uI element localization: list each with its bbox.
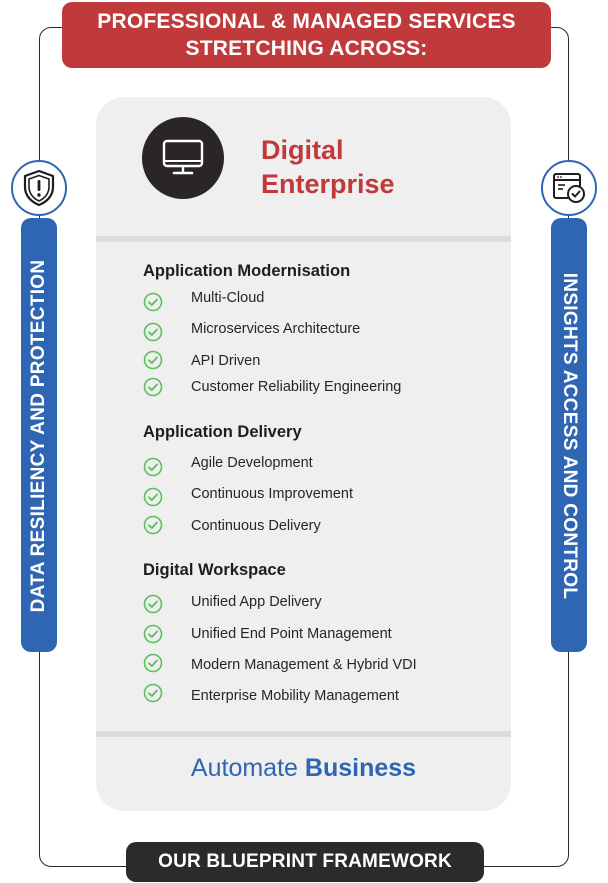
- list-item-label: Enterprise Mobility Management: [191, 688, 399, 704]
- check-circle-icon: [143, 457, 163, 477]
- left-pillar-icon-circle: [11, 160, 67, 216]
- check-circle-icon: [143, 487, 163, 507]
- check-circle-icon: [143, 594, 163, 614]
- list-item-label: Microservices Architecture: [191, 321, 361, 337]
- check-circle-icon: [143, 377, 163, 397]
- top-banner-line-2: STRETCHING ACROSS:: [185, 37, 428, 60]
- list-item: Modern Management & Hybrid VDI: [143, 653, 417, 673]
- list-item-label: Multi-Cloud: [191, 290, 265, 306]
- right-pillar: [551, 218, 587, 652]
- list-item: Continuous Delivery: [143, 515, 321, 535]
- section-heading: Digital Workspace: [143, 561, 286, 579]
- list-item: Continuous Improvement: [143, 486, 353, 507]
- card-title: Digital Enterprise: [261, 133, 395, 201]
- automate-business-tagline: Automate Business: [96, 754, 511, 783]
- check-circle-icon: [143, 624, 163, 644]
- list-item-label: Unified End Point Management: [191, 626, 392, 642]
- card-title-line-1: Digital: [261, 135, 344, 165]
- list-item: Enterprise Mobility Management: [143, 683, 399, 704]
- list-item-label: Agile Development: [191, 455, 313, 471]
- list-item: Unified App Delivery: [143, 594, 322, 614]
- section-heading: Application Modernisation: [143, 262, 351, 280]
- shield-icon: [23, 169, 55, 207]
- monitor-icon: [162, 139, 204, 175]
- browser-check-icon: [553, 173, 585, 203]
- bottom-banner: OUR BLUEPRINT FRAMEWORK: [126, 842, 484, 882]
- list-item-label: Continuous Improvement: [191, 486, 353, 502]
- list-item: Unified End Point Management: [143, 624, 392, 644]
- section-heading: Application Delivery: [143, 423, 302, 441]
- list-item-label: Continuous Delivery: [191, 518, 321, 534]
- digital-enterprise-card: Digital Enterprise Application Modernisa…: [96, 97, 511, 811]
- check-circle-icon: [143, 292, 163, 312]
- list-item-label: Modern Management & Hybrid VDI: [191, 657, 417, 673]
- top-banner-line-1: PROFESSIONAL & MANAGED SERVICES: [97, 10, 516, 33]
- left-pillar-label: DATA RESILIENCY AND PROTECTION: [28, 259, 49, 613]
- check-circle-icon: [143, 350, 163, 370]
- check-circle-icon: [143, 683, 163, 703]
- list-item-label: Unified App Delivery: [191, 594, 322, 610]
- right-pillar-label: INSIGHTS ACCESS AND CONTROL: [559, 272, 580, 600]
- left-pillar: [21, 218, 57, 652]
- list-item: Agile Development: [143, 455, 313, 477]
- card-divider-bottom: [96, 731, 511, 737]
- check-circle-icon: [143, 515, 163, 535]
- top-banner: PROFESSIONAL & MANAGED SERVICES STRETCHI…: [62, 2, 551, 68]
- list-item-label: API Driven: [191, 353, 261, 369]
- check-circle-icon: [143, 653, 163, 673]
- tagline-word-1: Automate: [190, 754, 298, 782]
- list-item: Microservices Architecture: [143, 321, 360, 342]
- list-item-label: Customer Reliability Engineering: [191, 379, 402, 395]
- list-item: Customer Reliability Engineering: [143, 377, 401, 397]
- card-divider-top: [96, 236, 511, 242]
- check-circle-icon: [143, 322, 163, 342]
- card-title-line-2: Enterprise: [261, 169, 395, 199]
- right-pillar-icon-circle: [541, 160, 597, 216]
- monitor-icon-circle: [142, 117, 224, 199]
- list-item: Multi-Cloud: [143, 290, 264, 312]
- list-item: API Driven: [143, 350, 260, 370]
- tagline-word-2: Business: [304, 754, 417, 782]
